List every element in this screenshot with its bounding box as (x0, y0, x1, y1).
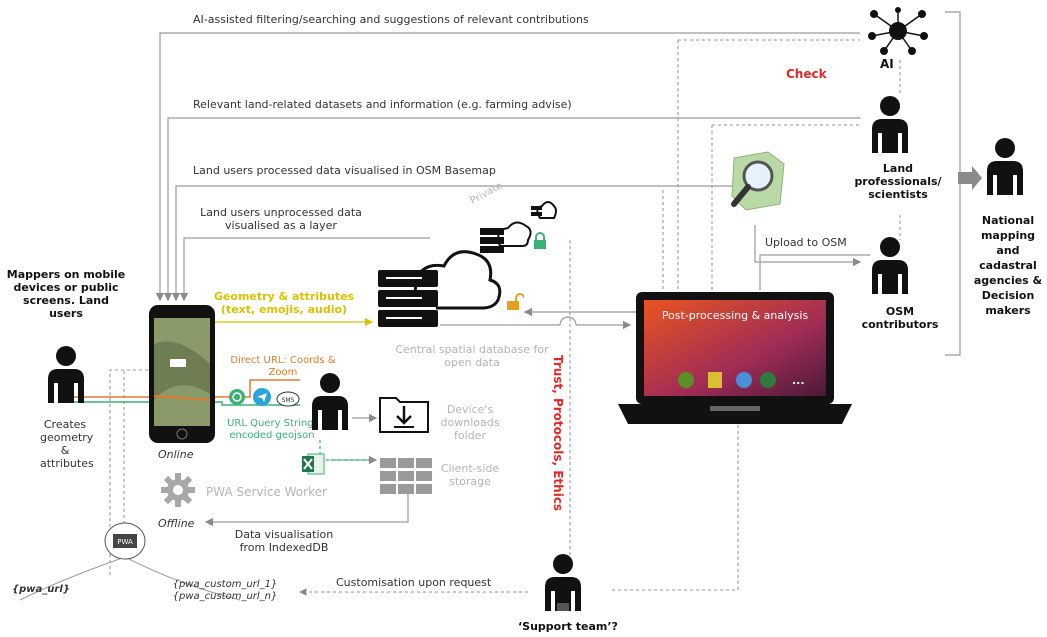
downloads-label: Device's downloads folder (440, 403, 500, 442)
client-storage-label: Client-side storage (440, 462, 500, 488)
ai-network-icon (868, 7, 928, 55)
ai-label: AI (880, 57, 894, 71)
pwa-badge-icon: PWA (104, 522, 146, 560)
laptop-support-dashed (610, 425, 739, 591)
unprocessed-feedback-line (179, 237, 430, 302)
ai-check-dashed (677, 39, 860, 290)
upload-osm-line (754, 225, 862, 267)
check-label: Check (786, 67, 827, 81)
geometry-label: Geometry & attributes (text, emojis, aud… (213, 290, 355, 316)
custom-urls-label: {pwa_custom_url_1} {pwa_custom_url_n} (172, 579, 278, 602)
mobile-phone-icon[interactable] (148, 304, 216, 444)
datasets-feedback-label: Relevant land-related datasets and infor… (193, 98, 572, 111)
central-server-cloud-icon (378, 250, 502, 327)
private-cloud-server-icon (480, 221, 532, 253)
pwa-url-label: {pwa_url} (12, 584, 70, 595)
central-db-label: Central spatial database for open data (395, 343, 549, 369)
osm-contributor-person-icon (872, 237, 908, 294)
osm-contributors-label: OSM contributors (861, 305, 939, 331)
laptop-title: Post-processing & analysis (661, 309, 809, 322)
sms-icon: SMS (276, 391, 300, 407)
upload-osm-label: Upload to OSM (765, 236, 847, 249)
telegram-icon (253, 388, 271, 406)
url-to-pwa-solid (19, 556, 241, 601)
offline-label: Offline (158, 517, 195, 530)
data-vis-line (204, 490, 409, 527)
green-dashed (319, 440, 370, 461)
client-storage-grid-icon (380, 458, 432, 494)
customisation-label: Customisation upon request (336, 576, 492, 589)
trust-label: Trust, Protocols, Ethics (551, 355, 565, 512)
whatsapp-icon (229, 389, 245, 405)
national-arrow (958, 166, 982, 190)
downloads-folder-icon (379, 397, 429, 433)
private-small-cloud-icon (531, 201, 557, 219)
data-vis-label: Data visualisation from IndexedDB (234, 528, 334, 554)
land-user-person-icon (48, 346, 84, 403)
svg-text:PWA: PWA (117, 538, 133, 546)
land-professionals-label: Land professionals/ scientists (854, 162, 942, 201)
mappers-label: Mappers on mobile devices or public scre… (6, 268, 126, 320)
ai-feedback-label: AI-assisted filtering/searching and sugg… (193, 13, 589, 26)
osm-magnifier-icon (731, 151, 785, 211)
lock-closed-icon (534, 232, 546, 249)
laptop-icon (618, 292, 852, 424)
datasets-feedback-line (163, 117, 860, 302)
pwa-service-worker-label: PWA Service Worker (206, 485, 327, 499)
laptop-more-dots: ... (792, 374, 805, 387)
basemap-feedback-line (171, 185, 740, 302)
ai-feedback-line (155, 32, 860, 302)
svg-text:SMS: SMS (282, 397, 295, 404)
helper-person-icon (312, 373, 348, 430)
creates-label: Creates geometry & attributes (40, 418, 94, 470)
land-professional-person-icon (872, 96, 908, 153)
basemap-feedback-label: Land users processed data visualised in … (193, 164, 496, 177)
url-query-label: URL Query String: encoded geojson (227, 418, 317, 441)
db-to-laptop-line (440, 316, 632, 330)
direct-url-label: Direct URL: Coords & Zoom (230, 355, 336, 378)
support-team-person-icon (545, 554, 581, 611)
laptop-to-osm-line (759, 254, 870, 290)
national-agency-person-icon (987, 138, 1023, 195)
online-label: Online (158, 448, 194, 461)
support-team-label: ‘Support team’? (518, 620, 618, 633)
lock-open-icon (507, 293, 524, 310)
pwa-url-dashed (109, 369, 148, 575)
prof-dashed (711, 124, 860, 290)
spreadsheet-icon (302, 453, 325, 475)
gear-icon (161, 473, 195, 507)
unprocessed-feedback-label: Land users unprocessed data visualised a… (200, 206, 362, 232)
national-label: National mapping and cadastral agencies … (973, 214, 1043, 317)
